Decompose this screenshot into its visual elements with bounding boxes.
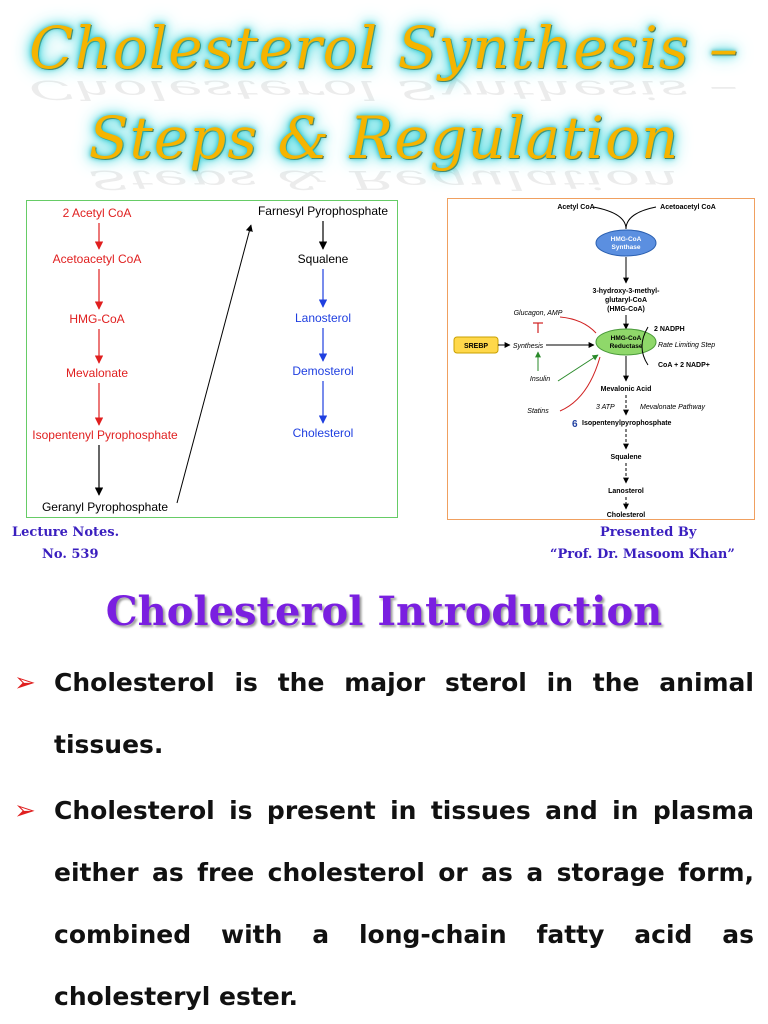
pathway-step-cholesterol: Cholesterol	[293, 426, 354, 440]
pathway-diagram-left: 2 Acetyl CoA Acetoacetyl CoA HMG-CoA Mev…	[26, 200, 398, 518]
srebp-label: SREBP	[464, 343, 488, 350]
reductase-label-1: HMG-CoA	[611, 335, 642, 342]
regulation-diagram: Acetyl CoA Acetoacetyl CoA HMG-CoA Synth…	[447, 198, 755, 520]
lecture-notes-label: Lecture Notes.	[12, 525, 120, 540]
rate-limiting-label: Rate Limiting Step	[658, 342, 715, 349]
title-line1: Cholesterol Synthesis –	[29, 14, 739, 82]
arrow-green	[557, 354, 599, 382]
coa-nadp-label: CoA + 2 NADP+	[658, 362, 710, 369]
lecture-number: No. 539	[42, 547, 99, 562]
acetoacetyl-coa-label: Acetoacetyl CoA	[660, 204, 716, 211]
pathway-step-isopentenyl: Isopentenyl Pyrophosphate	[32, 428, 178, 442]
insulin-label: Insulin	[530, 376, 550, 383]
presenter-name: “Prof. Dr. Masoom Khan”	[550, 547, 735, 562]
hmg-coa-line3: (HMG-CoA)	[607, 306, 645, 313]
pathway-step-farnesyl: Farnesyl Pyrophosphate	[258, 204, 388, 218]
hmg-coa-line2: glutaryl-CoA	[605, 297, 647, 304]
hmg-coa-reductase-node	[595, 328, 657, 356]
pathway-step-geranyl: Geranyl Pyrophosphate	[42, 500, 168, 514]
arrow-bullet-icon: ➢	[14, 668, 36, 698]
pathway-step-hmg-coa: HMG-CoA	[69, 312, 124, 326]
pathway-step-acetoacetyl-coa: Acetoacetyl CoA	[53, 252, 142, 266]
squalene-label: Squalene	[610, 454, 641, 461]
acetyl-coa-label: Acetyl CoA	[557, 204, 594, 211]
synthesis-label: Synthesis	[513, 343, 544, 350]
statins-label: Statins	[527, 408, 549, 415]
pathway-step-acetyl-coa: 2 Acetyl CoA	[63, 206, 132, 220]
bullet-line: Cholesterol is the major sterol in the a…	[54, 668, 754, 697]
cofactor-curve	[641, 326, 649, 366]
pathway-step-lanosterol: Lanosterol	[295, 311, 351, 325]
cholesterol-label: Cholesterol	[607, 512, 646, 519]
bullet-line: tissues.	[54, 730, 164, 759]
mevalonate-pathway-label: Mevalonate Pathway	[640, 404, 705, 411]
statin-inhibition	[559, 356, 601, 412]
pathway-step-demosterol: Demosterol	[292, 364, 353, 378]
bullet-line: cholesteryl ester.	[54, 982, 299, 1011]
bullet-line: Cholesterol is present in tissues and in…	[54, 796, 754, 825]
six-label: 6	[572, 419, 578, 430]
nadph-label: 2 NADPH	[654, 326, 685, 333]
title-line2: Steps & Regulation	[88, 104, 680, 172]
synthase-label-2: Synthase	[612, 244, 641, 251]
pathway-step-mevalonate: Mevalonate	[66, 366, 128, 380]
glucagon-label: Glucagon, AMP	[514, 310, 563, 317]
bullet-line: either as free cholesterol or as a stora…	[54, 858, 754, 887]
section-title: Cholesterol Introduction	[105, 588, 663, 635]
hmg-coa-synthase-node	[595, 229, 657, 257]
hmg-coa-line1: 3-hydroxy-3-methyl-	[593, 288, 661, 295]
mevalonic-acid-label: Mevalonic Acid	[601, 386, 652, 393]
lanosterol-label: Lanosterol	[608, 488, 644, 495]
presented-by-label: Presented By	[600, 525, 697, 540]
converging-curve	[592, 206, 657, 230]
inhibition-line	[559, 316, 597, 334]
arrow-diagonal	[176, 224, 253, 504]
reductase-label-2: Reductase	[610, 343, 643, 350]
pathway-step-squalene: Squalene	[298, 252, 349, 266]
bullet-item: ➢ Cholesterol is the major sterol in the…	[14, 668, 754, 768]
atp-label: 3 ATP	[596, 404, 615, 411]
isopentenyl-label: Isopentenylpyrophosphate	[582, 420, 672, 427]
bullet-line: combined with a long-chain fatty acid as	[54, 920, 754, 949]
bullet-item: ➢ Cholesterol is present in tissues and …	[14, 796, 754, 1024]
arrow-bullet-icon: ➢	[14, 796, 36, 826]
synthase-label-1: HMG-CoA	[611, 236, 642, 243]
